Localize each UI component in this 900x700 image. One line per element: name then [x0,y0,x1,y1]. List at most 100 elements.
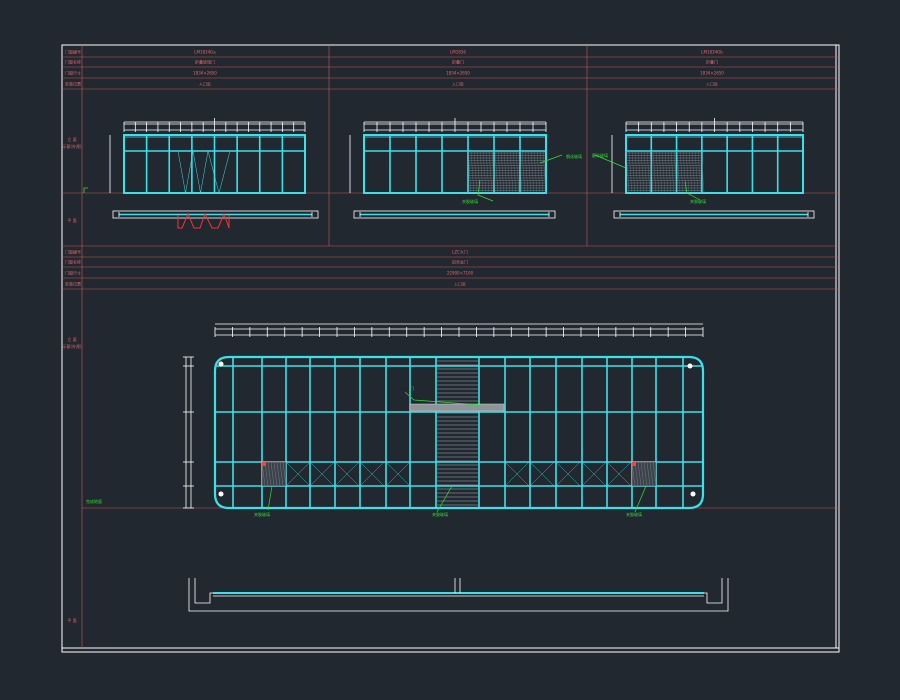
sheet-frame [61,44,840,653]
hatch-diagonal [503,150,508,194]
hatched-panel-line [646,461,651,487]
hatch-diagonal [679,150,684,194]
frame-outline [625,134,804,194]
middle-row-label: 门窗名称 [65,259,81,265]
side-label-plan: 平 面 [67,218,76,223]
hatch-diagonal [652,150,657,194]
table-text: 门窗编号门窗名称门窗尺寸安装位置LM1834Ga折叠玻璃门1834×2650入口… [62,49,724,624]
callout-panel-a-text: 夹胶玻璃 [462,198,478,204]
header-cell: 折叠玻璃门 [195,59,215,65]
callout-big-left-text: 夹胶玻璃 [254,511,270,517]
panel-diagonal [385,461,411,487]
hatch-diagonal [655,150,660,194]
hatch-diagonal [700,150,705,194]
middle-cell: 铝合金门 [452,259,468,265]
hatch-diagonal [530,150,535,194]
header-row-label: 门窗尺寸 [65,70,81,76]
callout-grey-3-text: 磨砂玻璃 [592,152,608,158]
callout-big-right-text: 夹胶玻璃 [626,511,642,517]
hatch-diagonal [625,150,630,194]
middle-cell: 入口处 [454,281,466,287]
hatched-panel-line [637,461,642,487]
hatched-panel-line [640,461,645,487]
hatch-diagonal [527,150,532,194]
plan-door-swing [177,212,230,229]
hatch-diagonal [664,150,669,194]
hatch-diagonal [673,150,678,194]
panel-diagonal [555,461,581,487]
hatch-diagonal [467,150,472,194]
header-cell: 入口处 [199,81,211,87]
hatch-diagonal [494,150,499,194]
panel-diagonal [504,461,530,487]
door-bar [409,403,505,412]
header-cell: LM1834Gb [701,50,723,55]
hatch-diagonal [670,150,675,194]
panel-marker [262,462,266,466]
hatch-diagonal [697,150,702,194]
door-swing [200,150,209,194]
hatch-diagonal [661,150,666,194]
panel-diagonal [359,461,385,487]
panel-diagonal [334,461,360,487]
hatch-diagonal [506,150,511,194]
callout-glass-2-leader [539,154,563,164]
hatched-panel-line [270,461,275,487]
elevation-main-storefront [183,323,705,510]
side-label-view: 示意(外视) [62,143,82,149]
header-cell: 1834×2650 [446,71,470,76]
side-label-plan-2: 平 面 [67,618,76,623]
hatch-diagonal [533,150,538,194]
hatched-panel-line [652,461,657,487]
hatched-panel-line [279,461,284,487]
hatch-diagonal [497,150,502,194]
callout-panel-b-text: 夹胶玻璃 [690,198,706,204]
side-label-elevation: 立 面 [67,136,76,142]
hatch-diagonal [691,150,696,194]
hatch-diagonal [676,150,681,194]
middle-cell: 22900×7100 [447,271,474,276]
header-cell: 1834×2650 [700,71,724,76]
frame-outline [363,134,547,194]
elevation-lm1834ga [83,118,306,194]
header-row-label: 安装位置 [65,81,81,87]
hatch-diagonal [646,150,651,194]
hatch-diagonal [470,150,475,194]
elevation-lm1834gb [611,118,804,194]
corner-fixing [687,363,693,369]
door-swing [192,150,201,194]
hatch-diagonal [667,150,672,194]
hatch-diagonal [631,150,636,194]
hatch-diagonal [685,150,690,194]
hatched-panel-line [643,461,648,487]
hatch-diagonal [491,150,496,194]
callout-big-right-leader [634,485,647,513]
corner-fixing [690,491,696,497]
plan-views [112,210,815,612]
big-plan-inner [194,578,723,604]
door-swing [177,150,186,194]
hatch-diagonal [634,150,639,194]
hatch-diagonal [518,150,523,194]
hatch-diagonal [485,150,490,194]
callout-big-centre-text: 夹胶玻璃 [432,511,448,517]
hatch-diagonal [658,150,663,194]
hatch-diagonal [521,150,526,194]
hatch-diagonal [643,150,648,194]
header-cell: LM1834Ga [194,50,216,55]
hatch-diagonal [628,150,633,194]
header-cell: LM1856 [450,50,466,55]
elevation-lm1856 [349,118,547,194]
hatch-diagonal [509,150,514,194]
hatch-diagonal [694,150,699,194]
header-cell: 入口处 [452,81,464,87]
callout-panel-b-leader [684,180,701,201]
door-swing [207,150,220,194]
corner-fixing [218,491,224,497]
panel-marker [632,462,636,466]
ground-label: 完成地面 [86,498,102,504]
middle-row-label: 门窗尺寸 [65,270,81,276]
header-row-label: 门窗名称 [65,59,81,65]
hatch-diagonal [682,150,687,194]
